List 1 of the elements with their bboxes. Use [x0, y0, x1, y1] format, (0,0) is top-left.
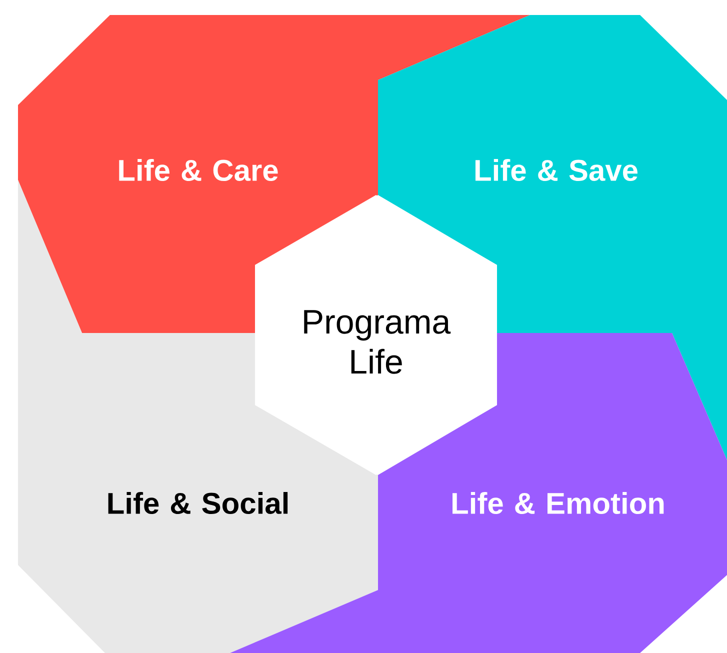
center-hexagon: Programa Life — [255, 195, 497, 475]
